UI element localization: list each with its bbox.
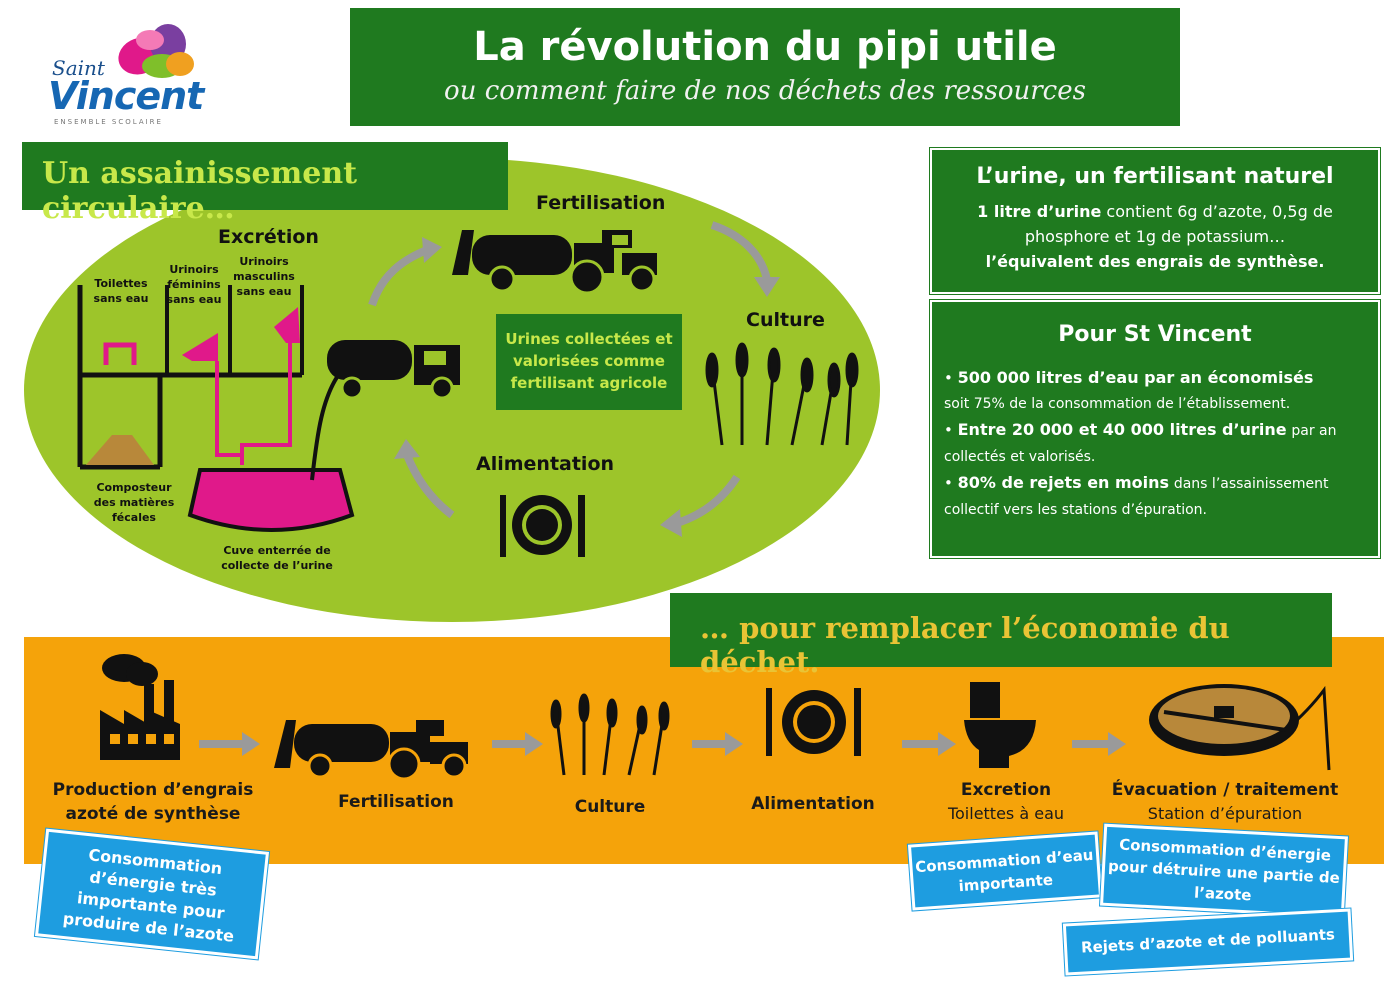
logo: Saint Vincent ENSEMBLE SCOLAIRE bbox=[40, 18, 210, 128]
urine-info-bold: 1 litre d’urine bbox=[977, 202, 1102, 221]
list-item: • 500 000 litres d’eau par an économisés… bbox=[944, 368, 1314, 412]
plate-icon bbox=[500, 495, 585, 557]
label-excretion: Excrétion bbox=[218, 226, 319, 248]
factory-icon bbox=[100, 654, 180, 760]
urine-info-line2: l’équivalent des engrais de synthèse. bbox=[985, 252, 1325, 271]
toilets-schematic bbox=[77, 285, 355, 532]
tractor-icon bbox=[274, 720, 468, 780]
st-vincent-list: • 500 000 litres d’eau par an économisés… bbox=[944, 365, 1364, 523]
label-fertilisation: Fertilisation bbox=[536, 192, 666, 214]
wheat-icon bbox=[705, 342, 859, 446]
list-item-bold: Entre 20 000 et 40 000 litres d’urine bbox=[957, 420, 1287, 439]
list-item-text: soit 75% de la consommation de l’établis… bbox=[944, 396, 1291, 412]
step-evacuation-title: Évacuation / traitement bbox=[1111, 780, 1339, 800]
flow-arrows bbox=[199, 732, 1126, 756]
section1-banner: Un assainissement circulaire… bbox=[22, 142, 508, 226]
urine-info-heading: L’urine, un fertilisant naturel bbox=[976, 164, 1334, 189]
logo-saint: Saint bbox=[52, 56, 105, 80]
st-vincent-box: Pour St Vincent • 500 000 litres d’eau p… bbox=[929, 299, 1381, 559]
arrow-to-fertilisation bbox=[368, 246, 429, 307]
urine-info-text: 1 litre d’urine contient 6g d’azote, 0,5… bbox=[932, 199, 1378, 274]
treatment-station-icon bbox=[1149, 684, 1331, 771]
toilet-icon bbox=[964, 682, 1036, 768]
step-culture: Culture bbox=[574, 797, 646, 817]
step-evacuation-sub: Station d’épuration bbox=[1147, 804, 1303, 823]
tanker-truck-icon bbox=[327, 340, 460, 400]
list-item: • Entre 20 000 et 40 000 litres d’urine … bbox=[944, 420, 1337, 465]
list-item-text: dans l’assainissement collectif vers les… bbox=[944, 476, 1329, 518]
step-excretion-sub: Toilettes à eau bbox=[947, 804, 1065, 823]
st-vincent-heading: Pour St Vincent bbox=[1058, 322, 1252, 347]
label-composteur: Composteur des matières fécales bbox=[93, 481, 175, 524]
list-item: • 80% de rejets en moins dans l’assainis… bbox=[944, 473, 1329, 518]
list-item-bold: 80% de rejets en moins bbox=[957, 473, 1170, 492]
note-energie-engrais: Consommation d’énergie très importante p… bbox=[34, 828, 270, 960]
label-toilettes: Toilettes sans eau bbox=[93, 277, 149, 305]
step-fertilisation: Fertilisation bbox=[338, 792, 454, 812]
urine-info-box: L’urine, un fertilisant naturel 1 litre … bbox=[929, 147, 1381, 295]
page-title: La révolution du pipi utile bbox=[473, 24, 1057, 70]
tractor-icon bbox=[452, 230, 657, 295]
plate-icon bbox=[766, 688, 861, 756]
step-production: Production d’engrais azoté de synthèse bbox=[52, 780, 254, 824]
page-subtitle: ou comment faire de nos déchets des ress… bbox=[444, 76, 1086, 106]
list-item-text: par an collectés et valorisés. bbox=[944, 423, 1337, 465]
urine-note: Urines collectées et valorisées comme fe… bbox=[496, 314, 682, 410]
urine-info-rest: contient 6g d’azote, 0,5g de phosphore e… bbox=[1024, 202, 1333, 246]
step-alimentation: Alimentation bbox=[751, 794, 875, 814]
note-energie-detruire: Consommation d’énergie pour détruire une… bbox=[1100, 823, 1348, 919]
logo-subtitle: ENSEMBLE SCOLAIRE bbox=[54, 118, 163, 126]
label-culture: Culture bbox=[746, 309, 825, 331]
logo-vincent: Vincent bbox=[48, 74, 204, 118]
note-rejets: Rejets d’azote et de polluants bbox=[1062, 908, 1354, 976]
label-alimentation: Alimentation bbox=[476, 453, 615, 475]
label-urinoirs-f: Urinoirs féminins sans eau bbox=[166, 263, 222, 306]
step-excretion-title: Excretion bbox=[960, 780, 1052, 800]
step-excretion: Excretion Toilettes à eau bbox=[926, 778, 1086, 826]
note-eau: Consommation d’eau importante bbox=[907, 831, 1103, 911]
title-banner: La révolution du pipi utile ou comment f… bbox=[350, 8, 1180, 126]
label-urinoirs-m: Urinoirs masculins sans eau bbox=[233, 255, 295, 298]
section2-banner: … pour remplacer l’économie du déchet. bbox=[670, 593, 1332, 679]
list-item-bold: 500 000 litres d’eau par an économisés bbox=[957, 368, 1314, 387]
circular-diagram bbox=[24, 158, 880, 622]
step-evacuation: Évacuation / traitement Station d’épurat… bbox=[1100, 778, 1350, 826]
logo-flower-icon bbox=[118, 24, 194, 78]
wheat-icon bbox=[550, 693, 670, 776]
linear-icons bbox=[100, 654, 1331, 780]
label-cuve: Cuve enterrée de collecte de l’urine bbox=[221, 544, 333, 572]
